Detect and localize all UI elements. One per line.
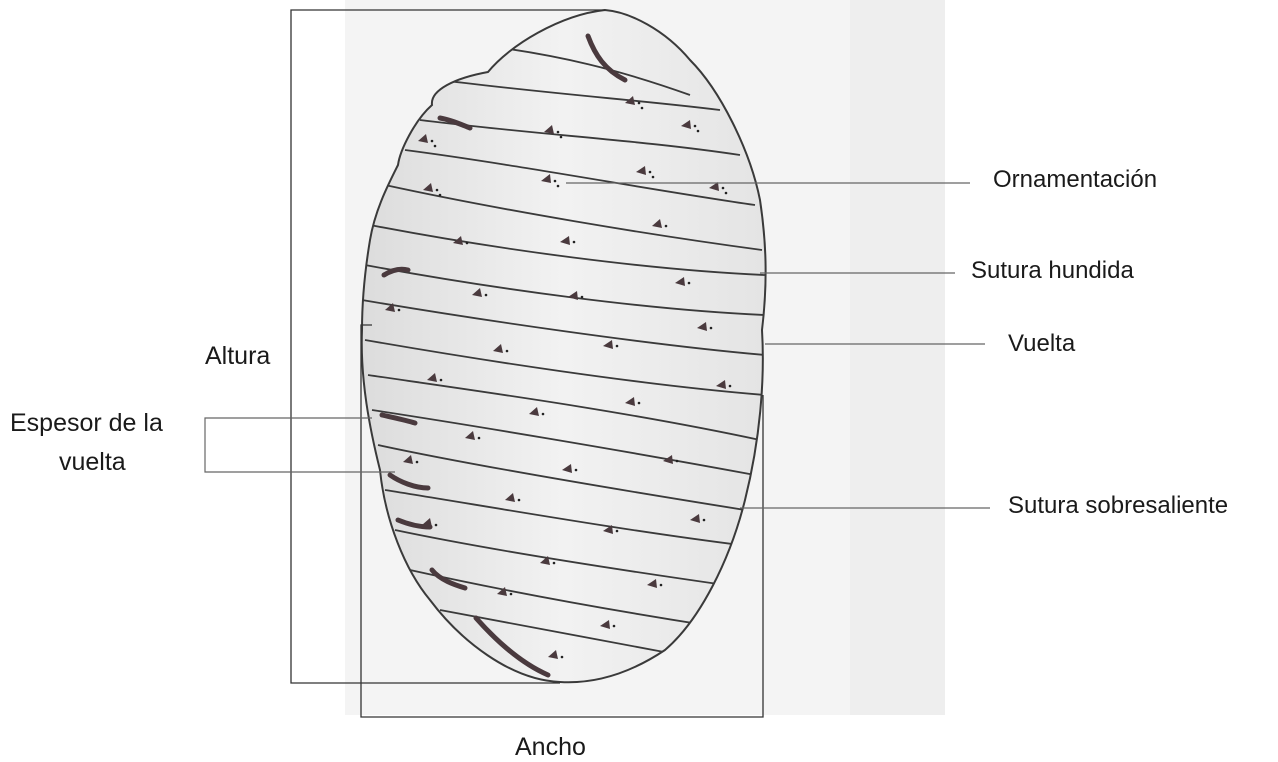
label-sutura-sobresaliente: Sutura sobresaliente [1008,492,1228,520]
label-ancho: Ancho [515,733,586,762]
label-espesor-line1: Espesor de la [10,409,163,438]
label-altura: Altura [205,342,270,371]
label-ornamentacion: Ornamentación [993,166,1157,194]
label-vuelta: Vuelta [1008,330,1075,358]
label-sutura-hundida: Sutura hundida [971,257,1134,285]
paper-shade [850,0,945,715]
label-espesor-line2: vuelta [59,448,126,477]
